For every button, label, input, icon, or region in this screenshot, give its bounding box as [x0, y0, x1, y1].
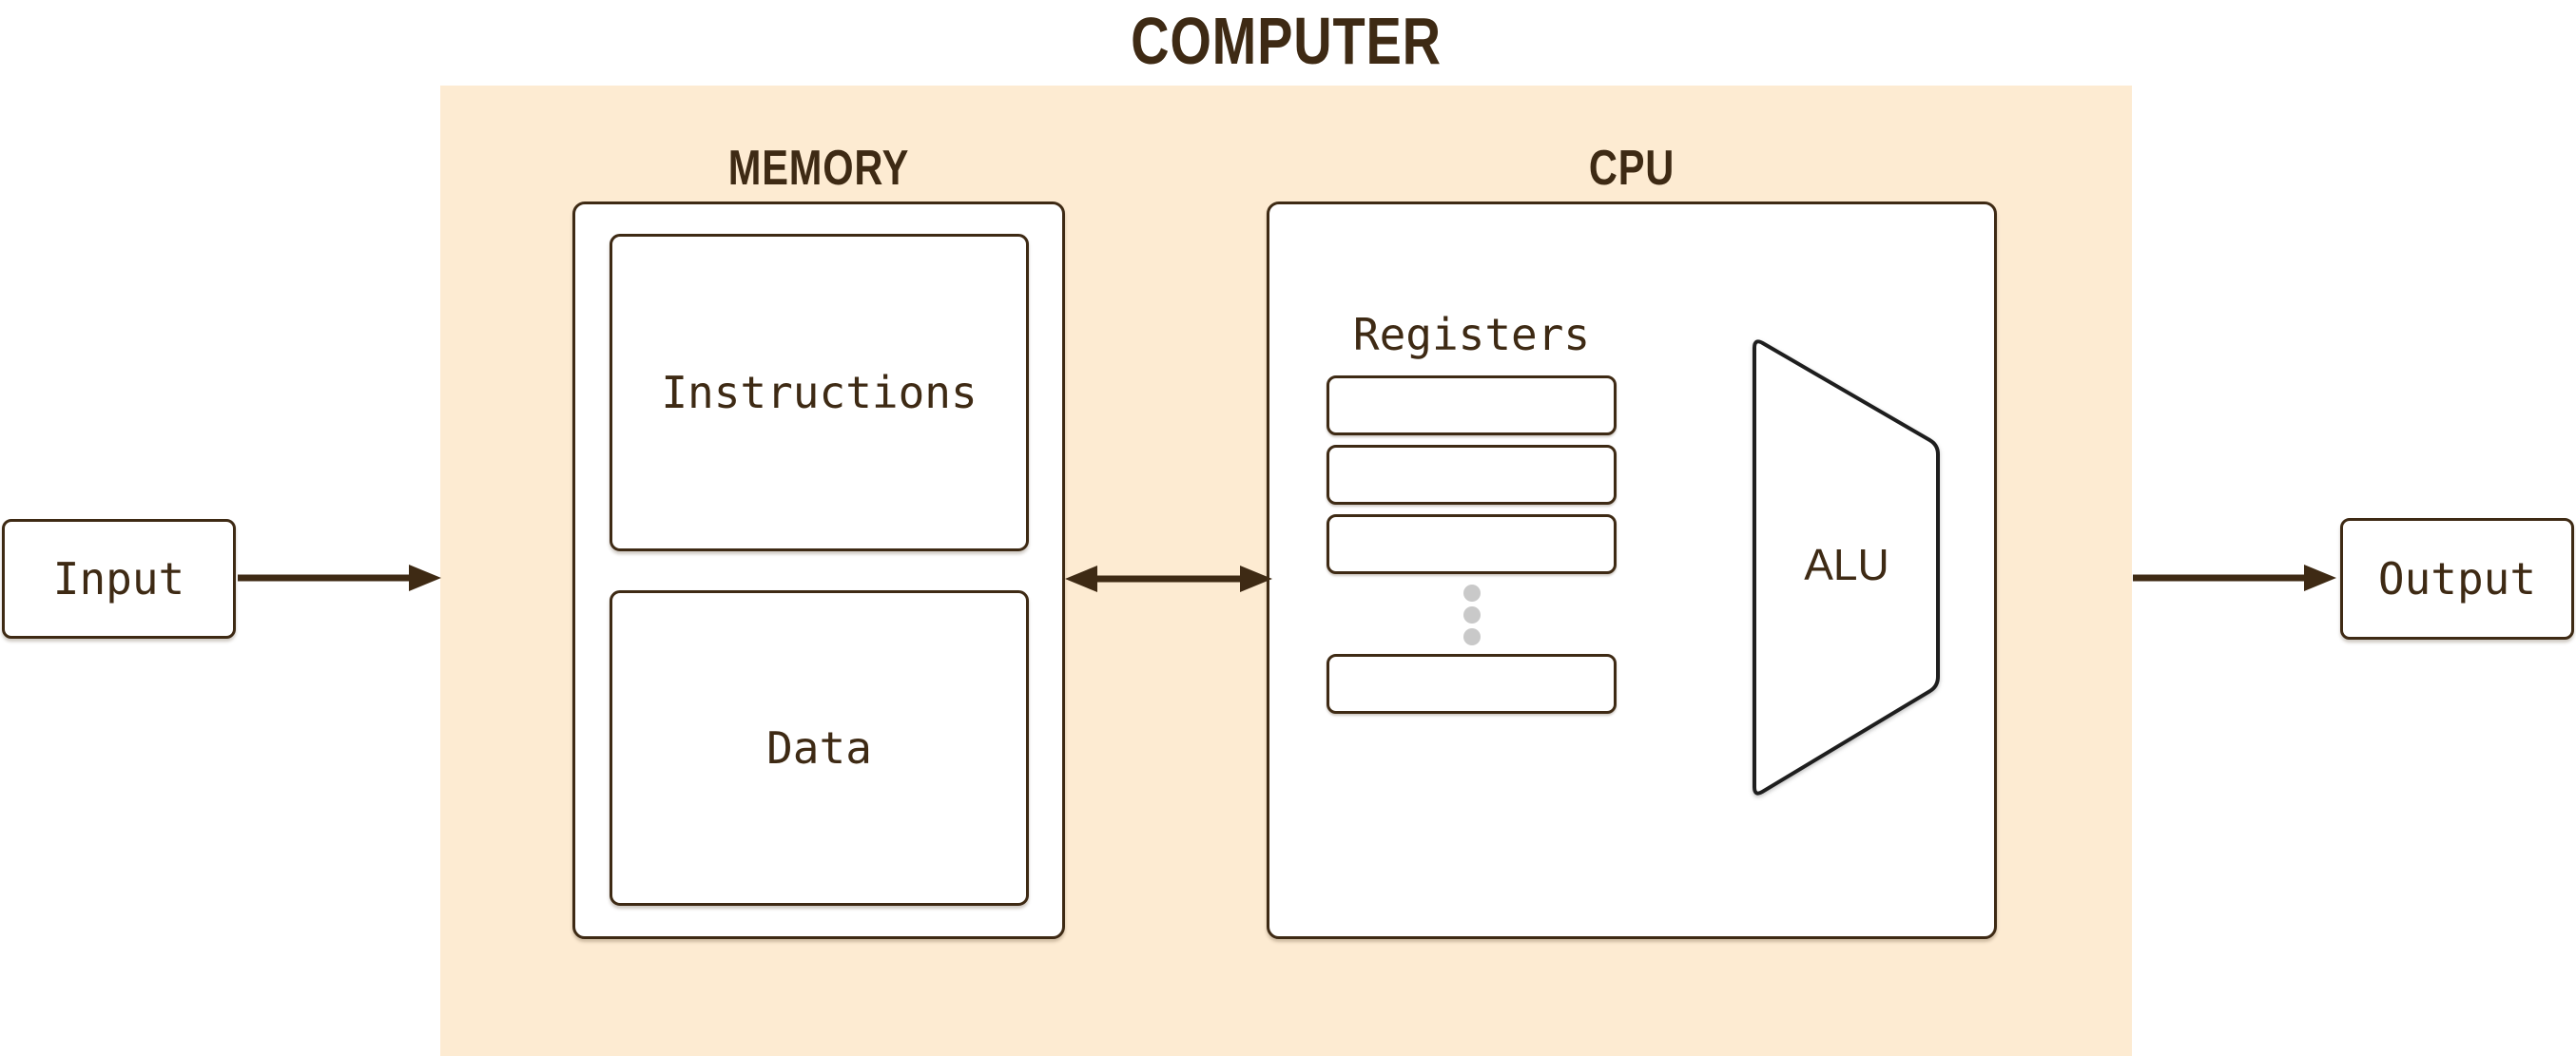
data-box: Data	[610, 590, 1029, 906]
diagram-title: COMPUTER	[1131, 4, 1442, 78]
memory-section-label: MEMORY	[727, 141, 910, 196]
cpu-section-label: CPU	[1588, 141, 1675, 196]
alu-shape	[1753, 339, 1940, 796]
input-box: Input	[2, 519, 236, 639]
instructions-label: Instructions	[661, 367, 978, 418]
input-label: Input	[52, 553, 185, 605]
registers-label: Registers	[1352, 309, 1591, 360]
register-slot	[1327, 514, 1617, 574]
output-label: Output	[2377, 553, 2537, 605]
register-slot	[1327, 445, 1617, 505]
instructions-box: Instructions	[610, 234, 1029, 551]
alu-label: ALU	[1804, 540, 1889, 589]
register-slot	[1327, 375, 1617, 435]
input-arrow	[238, 565, 441, 591]
memory-cpu-bus-arrow	[1065, 566, 1272, 592]
output-box: Output	[2340, 518, 2574, 640]
ellipsis-dots-icon	[1463, 585, 1481, 654]
output-arrow	[2133, 565, 2336, 591]
data-label: Data	[766, 722, 872, 774]
register-slot	[1327, 654, 1617, 714]
